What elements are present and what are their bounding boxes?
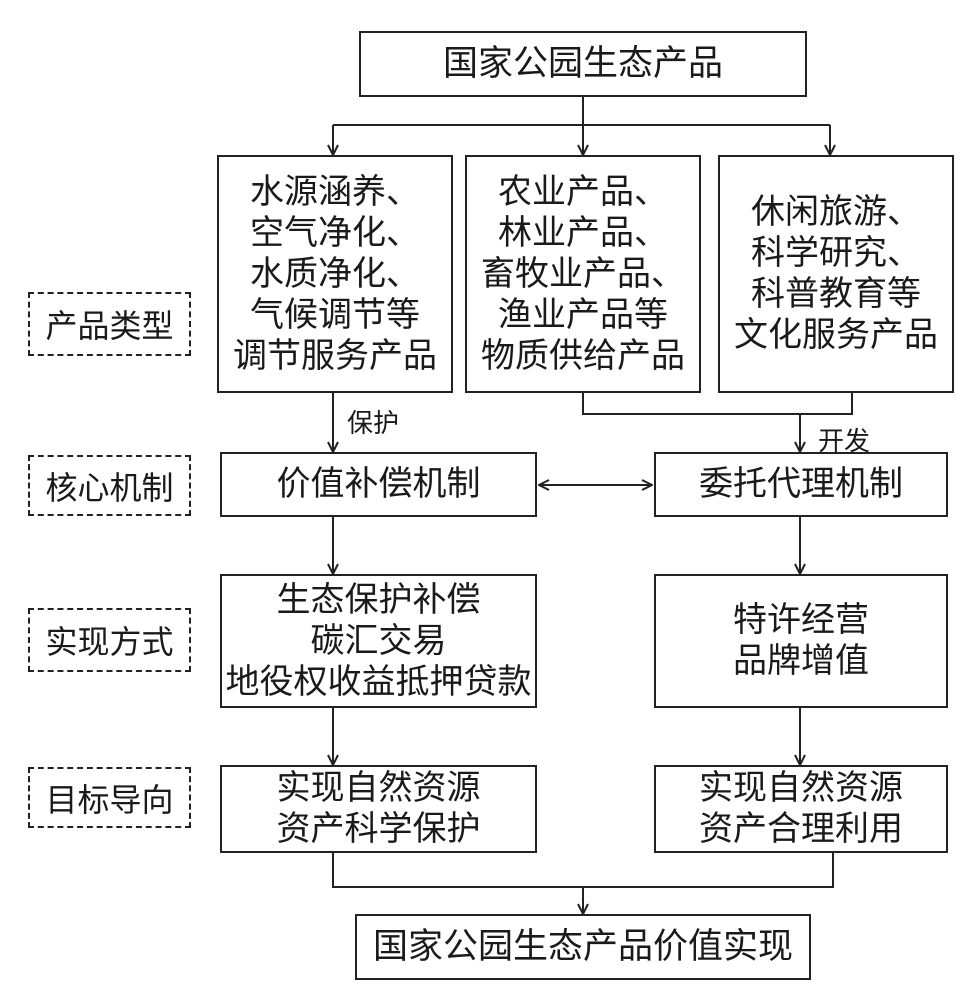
- row-label-text: 产品类型: [45, 307, 174, 345]
- mechanism-text: 价值补偿机制: [276, 464, 481, 504]
- mechanism-value-compensation: 价值补偿机制: [220, 452, 537, 517]
- goal-left-box: 实现自然资源 资产科学保护: [220, 765, 537, 853]
- product-material-supply: 农业产品、 林业产品、 畜牧业产品、 渔业产品等 物质供给产品: [465, 155, 701, 393]
- product-line: 农业产品、: [498, 171, 668, 212]
- product-line: 水源涵养、: [250, 171, 420, 212]
- goal-line: 实现自然资源: [276, 768, 481, 808]
- row-label-text: 目标导向: [45, 780, 174, 819]
- method-line: 碳汇交易: [310, 620, 447, 661]
- method-left-box: 生态保护补偿 碳汇交易 地役权收益抵押贷款: [220, 574, 537, 708]
- row-label-product-type: 产品类型: [28, 292, 191, 356]
- product-line: 畜牧业产品、: [481, 253, 685, 294]
- goal-line: 资产合理利用: [699, 809, 903, 849]
- goal-right-box: 实现自然资源 资产合理利用: [654, 765, 948, 853]
- row-label-text: 实现方式: [45, 623, 174, 661]
- product-regulating-services: 水源涵养、 空气净化、 水质净化、 气候调节等 调节服务产品: [217, 155, 453, 393]
- product-line: 科普教育等: [751, 274, 921, 314]
- goal-line: 资产科学保护: [276, 809, 481, 849]
- edge-label-protect: 保护: [347, 409, 400, 439]
- bottom-node-text: 国家公园生态产品价值实现: [372, 926, 793, 967]
- product-line: 林业产品、: [498, 212, 668, 253]
- product-line: 休闲旅游、: [751, 192, 921, 232]
- product-cultural-services: 休闲旅游、 科学研究、 科普教育等 文化服务产品: [718, 155, 954, 393]
- row-label-goal-orientation: 目标导向: [28, 767, 191, 828]
- top-node-text: 国家公园生态产品: [442, 43, 723, 84]
- product-line: 科学研究、: [751, 233, 921, 273]
- product-line: 渔业产品等: [498, 294, 668, 335]
- bottom-node-value-realization: 国家公园生态产品价值实现: [355, 914, 811, 980]
- method-line: 品牌增值: [733, 641, 869, 681]
- row-label-core-mechanism: 核心机制: [28, 455, 191, 516]
- method-line: 生态保护补偿: [276, 579, 481, 620]
- edge-goals-merge: [332, 853, 834, 888]
- goal-line: 实现自然资源: [699, 768, 903, 808]
- product-line: 水质净化、: [250, 253, 420, 294]
- product-line: 物质供给产品: [481, 335, 685, 376]
- method-right-box: 特许经营 品牌增值: [654, 574, 948, 708]
- top-node-national-park-eco-products: 国家公园生态产品: [359, 31, 807, 97]
- product-line: 气候调节等: [250, 294, 420, 335]
- product-line: 调节服务产品: [233, 335, 437, 376]
- mechanism-text: 委托代理机制: [699, 464, 903, 504]
- row-label-realization-method: 实现方式: [28, 608, 191, 672]
- product-line: 文化服务产品: [734, 315, 938, 355]
- edge-develop-merge: [582, 393, 853, 415]
- method-line: 特许经营: [733, 600, 869, 640]
- method-line: 地役权收益抵押贷款: [225, 661, 532, 702]
- product-line: 空气净化、: [250, 212, 420, 253]
- mechanism-principal-agent: 委托代理机制: [654, 452, 948, 517]
- row-label-text: 核心机制: [45, 468, 174, 507]
